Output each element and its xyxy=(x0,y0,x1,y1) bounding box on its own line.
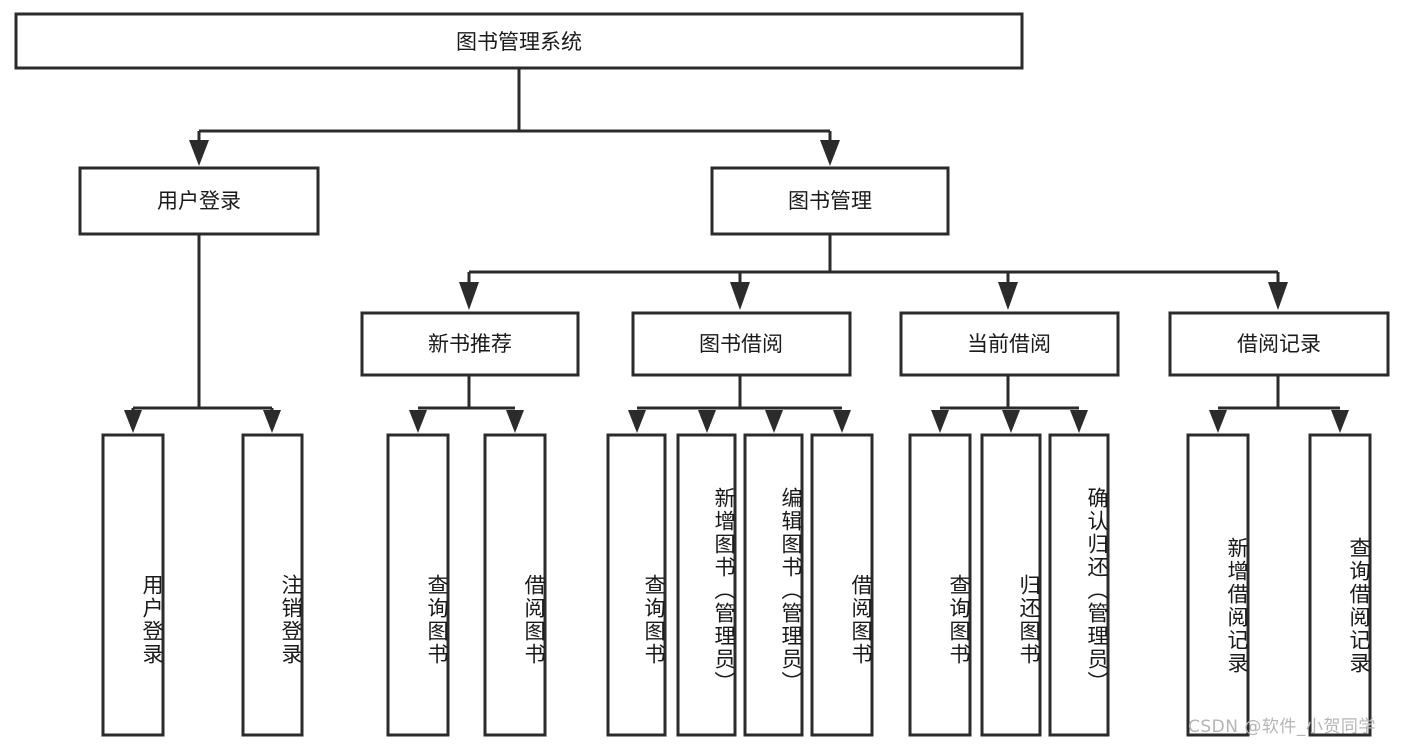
arrow-head-leaf-user-login xyxy=(124,410,142,433)
leaf-box-borrow-books-recommend[interactable] xyxy=(483,433,547,737)
leaf-box-edit-book-admin[interactable] xyxy=(743,433,804,737)
arrow-head-borrow-record xyxy=(1268,282,1288,310)
leaf-box-user-login[interactable] xyxy=(101,433,165,737)
node-current-borrow[interactable]: 当前借阅 xyxy=(899,311,1120,377)
connector-group-borrow-record xyxy=(1209,375,1349,433)
arrow-head-leaf-query-books-recommend xyxy=(409,410,427,433)
arrow-head-leaf-return-book xyxy=(1002,410,1020,433)
leaf-box-add-borrow-record[interactable] xyxy=(1186,433,1250,737)
csdn-watermark: CSDN @软件_小贺同学 xyxy=(1188,717,1376,737)
arrow-head-leaf-logout xyxy=(263,410,281,433)
connector-group-user-login xyxy=(124,234,281,433)
node-user-login-label: 用户登录 xyxy=(157,189,241,213)
node-new-book-recommend-box[interactable] xyxy=(360,311,580,377)
node-user-login[interactable]: 用户登录 xyxy=(78,166,320,236)
arrow-head-user-login xyxy=(189,140,209,166)
leaf-box-borrow-book[interactable] xyxy=(810,433,874,737)
arrow-head-leaf-borrow-books-recommend xyxy=(506,410,524,433)
leaf-boxes xyxy=(101,433,1372,737)
node-book-management-label: 图书管理 xyxy=(788,189,872,213)
arrow-head-leaf-query-books-current xyxy=(931,410,949,433)
leaf-box-add-book-admin[interactable] xyxy=(676,433,737,737)
arrow-head-new-book-recommend xyxy=(459,282,479,310)
node-book-management[interactable]: 图书管理 xyxy=(710,166,950,236)
node-root[interactable]: 图书管理系统 xyxy=(14,12,1024,70)
leaf-box-return-book[interactable] xyxy=(980,433,1042,737)
arrow-head-leaf-query-borrow-record xyxy=(1331,410,1349,433)
node-book-management-box[interactable] xyxy=(710,166,950,236)
leaf-box-logout[interactable] xyxy=(241,433,304,737)
connector-group-book-borrow xyxy=(628,375,851,433)
node-book-borrow-label: 图书借阅 xyxy=(699,332,783,356)
leaf-box-query-borrow-record[interactable] xyxy=(1308,433,1372,737)
arrow-head-leaf-edit-book-admin xyxy=(765,410,783,433)
node-new-book-recommend[interactable]: 新书推荐 xyxy=(360,311,580,377)
arrow-head-leaf-borrow-book xyxy=(833,410,851,433)
arrow-head-leaf-query-books-borrow xyxy=(628,410,646,433)
node-root-box[interactable] xyxy=(14,12,1024,70)
arrow-head-book-management xyxy=(820,140,840,166)
leaf-box-query-books-recommend[interactable] xyxy=(386,433,450,737)
node-current-borrow-label: 当前借阅 xyxy=(967,332,1051,356)
arrow-head-book-borrow xyxy=(730,282,750,310)
connector-group-new-book-recommend xyxy=(409,375,524,433)
node-current-borrow-box[interactable] xyxy=(899,311,1120,377)
connector-group-root xyxy=(189,68,840,166)
connector-group-current-borrow xyxy=(931,375,1088,433)
arrow-head-current-borrow xyxy=(998,282,1018,310)
leaf-box-confirm-return-admin[interactable] xyxy=(1048,433,1110,737)
node-new-book-recommend-label: 新书推荐 xyxy=(428,332,512,356)
leaf-box-query-books-borrow[interactable] xyxy=(606,433,667,737)
node-book-borrow-box[interactable] xyxy=(631,311,852,377)
node-book-borrow[interactable]: 图书借阅 xyxy=(631,311,852,377)
node-borrow-record-label: 借阅记录 xyxy=(1237,332,1321,356)
arrow-head-leaf-add-borrow-record xyxy=(1209,410,1227,433)
node-borrow-record-box[interactable] xyxy=(1168,311,1390,377)
arrow-head-leaf-add-book-admin xyxy=(698,410,716,433)
node-root-label: 图书管理系统 xyxy=(456,30,582,54)
leaf-box-query-books-current[interactable] xyxy=(908,433,972,737)
node-user-login-box[interactable] xyxy=(78,166,320,236)
node-borrow-record[interactable]: 借阅记录 xyxy=(1168,311,1390,377)
connector-group-book-management xyxy=(459,234,1288,310)
arrow-head-leaf-confirm-return-admin xyxy=(1070,410,1088,433)
